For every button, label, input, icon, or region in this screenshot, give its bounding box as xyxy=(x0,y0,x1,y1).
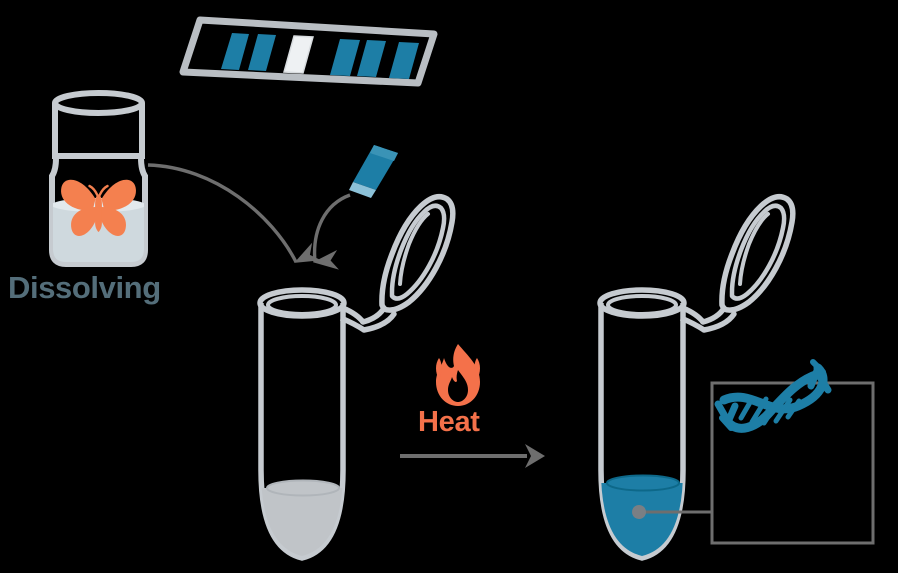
tube-lid-right-outer xyxy=(719,193,796,313)
strip-tray-slot-2[interactable] xyxy=(283,35,314,74)
heat-label: Heat xyxy=(418,406,480,438)
tube-lid-right-hinge-lower xyxy=(701,311,737,333)
tube-right-body xyxy=(598,303,686,561)
tube-left-flange-upper xyxy=(341,305,366,324)
tube-lid-left-inner xyxy=(389,203,447,301)
strip-tray-slot-5[interactable] xyxy=(389,42,419,79)
tube-lid-right[interactable] xyxy=(700,193,796,333)
tube-lid-left-hinge-lower xyxy=(361,311,397,333)
butterfly-icon xyxy=(61,179,136,236)
tube-lid-right-hinge-upper xyxy=(700,305,727,325)
microcentrifuge-tube-left[interactable] xyxy=(257,193,456,561)
tube-left-liquid xyxy=(261,479,343,556)
tube-right-rim-inner xyxy=(606,294,678,316)
microcentrifuge-tube-right[interactable] xyxy=(597,193,796,561)
strip-tray-slot-4[interactable] xyxy=(357,40,386,77)
tube-left-flange-lower xyxy=(339,315,366,333)
sample-strip[interactable] xyxy=(349,145,398,198)
specimen-vial[interactable] xyxy=(49,90,148,267)
callout-anchor-dot xyxy=(632,505,646,519)
tube-left-rim-inner xyxy=(266,294,338,316)
tube-right-liquid xyxy=(601,474,683,556)
vial-cap-top xyxy=(52,90,145,116)
tube-lid-left-outer xyxy=(379,193,456,313)
dna-helix-icon xyxy=(714,359,832,433)
tube-lid-left-rib xyxy=(398,212,430,286)
flame-icon xyxy=(436,344,480,406)
curved-arrow-icon-from-vial xyxy=(147,163,322,263)
tube-right-flange-upper xyxy=(681,305,706,324)
tube-lid-right-rib xyxy=(738,212,770,286)
strip-tray-outline xyxy=(179,16,438,87)
strip-tray[interactable] xyxy=(179,16,438,87)
callout-box xyxy=(710,381,875,545)
tube-lid-right-inner xyxy=(729,203,787,301)
curved-arrow-icon-from-strip xyxy=(312,193,351,270)
tube-right-flange-lower xyxy=(679,315,706,333)
tube-left-body xyxy=(258,303,346,561)
tube-lid-left[interactable] xyxy=(360,193,456,333)
right-arrow-icon xyxy=(400,444,545,468)
strip-tray-slot-0[interactable] xyxy=(221,33,249,70)
tube-lid-left-hinge-upper xyxy=(360,305,387,325)
strip-tray-slot-1[interactable] xyxy=(248,34,276,71)
vial-cap xyxy=(52,103,145,159)
sample-strip-edge-bottom xyxy=(349,182,376,198)
vial-body xyxy=(49,157,148,267)
strip-tray-slot-3[interactable] xyxy=(330,39,360,76)
dna-callout[interactable] xyxy=(632,381,875,545)
dissolving-label: Dissolving xyxy=(8,270,161,305)
sample-strip-edge-top xyxy=(370,145,398,161)
